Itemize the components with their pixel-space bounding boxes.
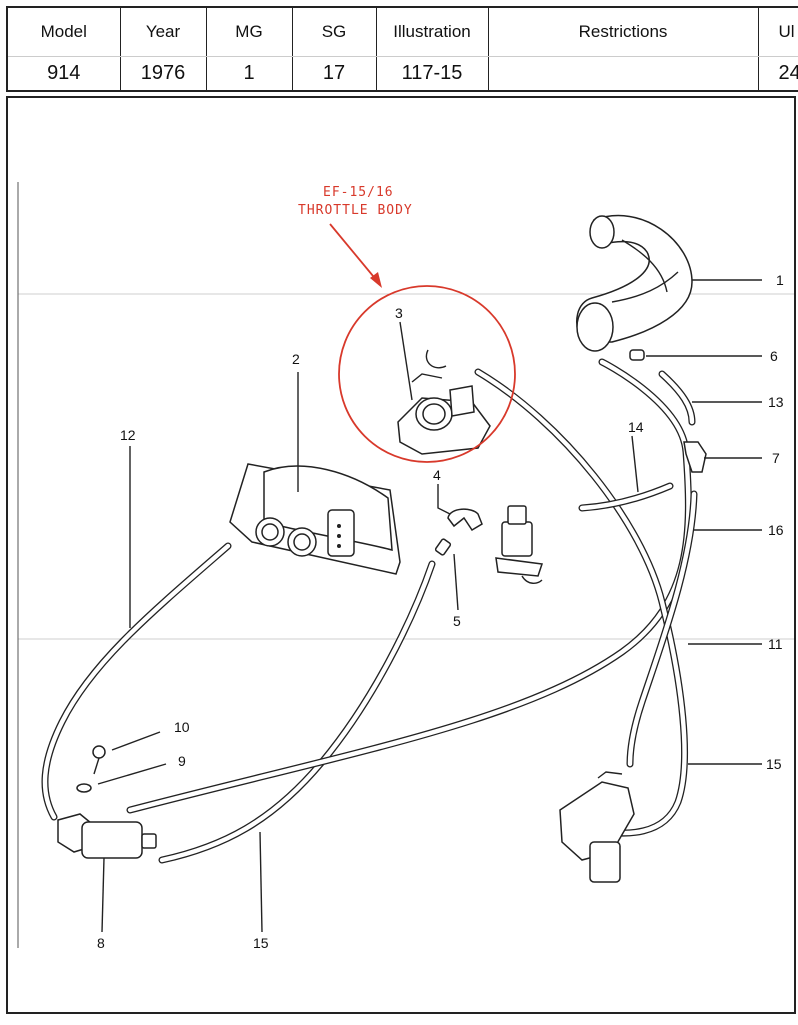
callout-5: 5 (453, 613, 461, 629)
exploded-parts-diagram: 1 2 3 4 5 6 7 8 9 10 11 12 13 14 15 15 1… (17, 182, 794, 951)
callout-3: 3 (395, 305, 403, 321)
value-mg: 1 (206, 56, 293, 90)
annotation-circle (338, 285, 516, 463)
hose-piece-5 (434, 538, 452, 556)
screw-10 (92, 745, 106, 775)
auxiliary-air-valve (495, 505, 543, 584)
value-year: 1976 (120, 56, 207, 90)
hose-from-throttle (474, 368, 689, 837)
header-model: Model (8, 8, 121, 57)
callout-8: 8 (97, 935, 105, 951)
callout-2: 2 (292, 351, 300, 367)
value-sg: 17 (292, 56, 377, 90)
header-year: Year (120, 8, 207, 57)
hose-12 (41, 542, 232, 821)
pressure-sensor (559, 771, 635, 883)
leader-lines (97, 279, 762, 933)
t-piece-7 (683, 441, 707, 473)
header-mg: MG (206, 8, 293, 57)
throttle-body (397, 349, 491, 455)
hose-11 (126, 358, 692, 814)
callout-15-right: 15 (766, 756, 782, 772)
elbow-4 (447, 508, 483, 532)
hose-13 (658, 370, 696, 426)
check-valve-8 (57, 813, 157, 859)
callouts: 1 2 3 4 5 6 7 8 9 10 11 12 13 14 15 15 1… (97, 272, 784, 951)
value-illustration: 117-15 (376, 56, 489, 90)
value-restrictions (488, 56, 759, 90)
value-ul: 24 (758, 56, 798, 90)
air-duct (576, 214, 693, 352)
callout-6: 6 (770, 348, 778, 364)
callout-16: 16 (768, 522, 784, 538)
header-ul: Ul (758, 8, 798, 57)
annotation-arrow (329, 223, 379, 283)
callout-10: 10 (174, 719, 190, 735)
diagram-frame: 1 2 3 4 5 6 7 8 9 10 11 12 13 14 15 15 1… (6, 96, 796, 1014)
parts-header-table: Model Year MG SG Illustration Restrictio… (6, 6, 798, 92)
annotation-line-1: EF-15/16 (323, 185, 394, 200)
callout-4: 4 (433, 467, 441, 483)
header-sg: SG (292, 8, 377, 57)
callout-1: 1 (776, 272, 784, 288)
hose-14 (578, 482, 674, 512)
header-illustration: Illustration (376, 8, 489, 57)
arrowhead (370, 272, 382, 288)
header-restrictions: Restrictions (488, 8, 759, 57)
callout-9: 9 (178, 753, 186, 769)
callout-13: 13 (768, 394, 784, 410)
annotation-line-2: THROTTLE BODY (298, 203, 413, 218)
callout-7: 7 (772, 450, 780, 466)
value-model: 914 (8, 56, 121, 90)
throttle-body-annotation: EF-15/16 THROTTLE BODY (298, 185, 516, 463)
hose-16 (626, 490, 698, 768)
callout-12: 12 (120, 427, 136, 443)
washer-9 (76, 783, 92, 793)
nipple-6 (629, 349, 645, 361)
callout-15-bottom: 15 (253, 935, 269, 951)
intake-distributor (229, 463, 401, 575)
callout-11: 11 (768, 636, 783, 652)
hose-15-lower (158, 560, 436, 864)
callout-14: 14 (628, 419, 644, 435)
